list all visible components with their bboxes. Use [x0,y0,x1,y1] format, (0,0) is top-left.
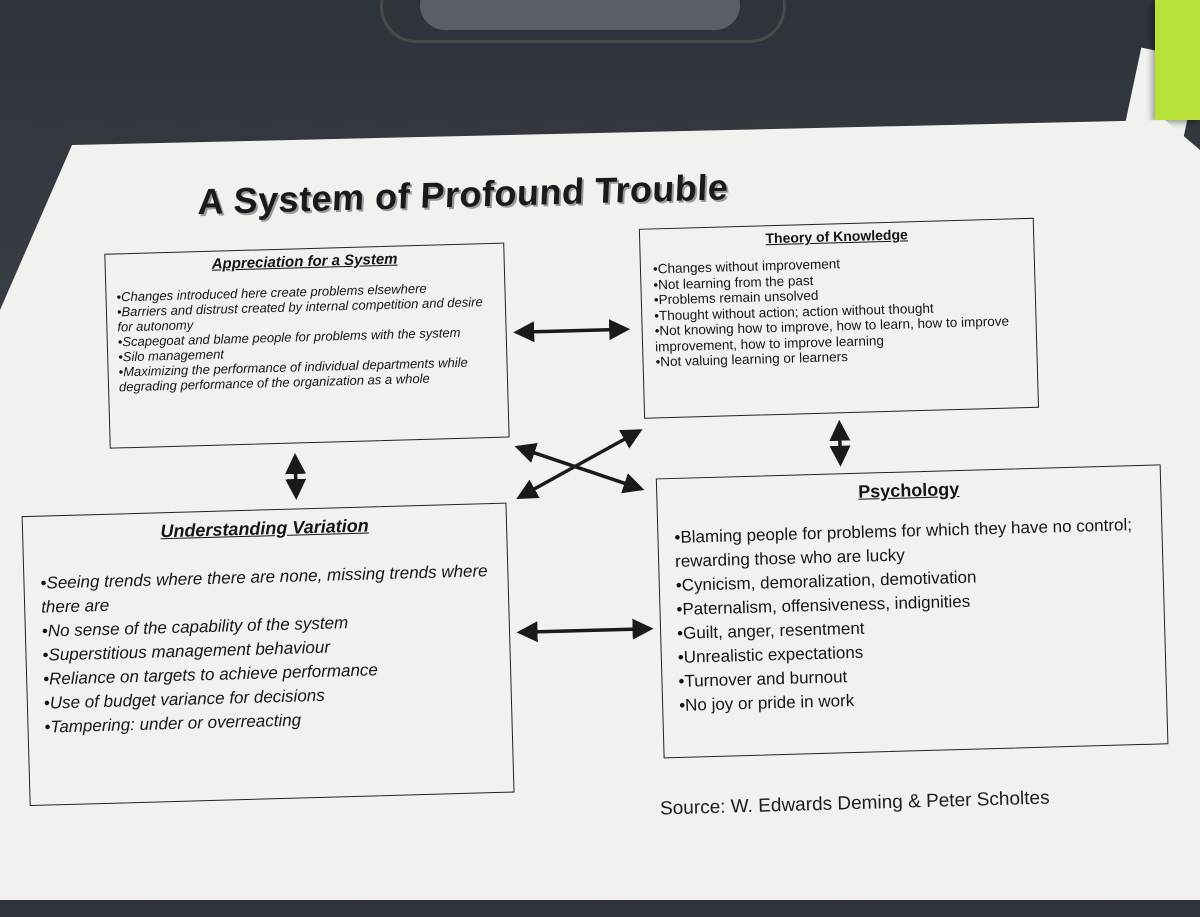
arrow-diagonal-theory-variation [516,429,643,499]
arrow-appreciation-theory [513,319,631,343]
arrow-variation-psychology [516,618,654,643]
arrow-theory-psychology [829,419,851,467]
arrow-diagonal-appreciation-psychology [514,442,645,494]
glasses-lens [420,0,740,30]
green-object [1155,0,1200,120]
arrow-appreciation-variation [285,453,307,500]
